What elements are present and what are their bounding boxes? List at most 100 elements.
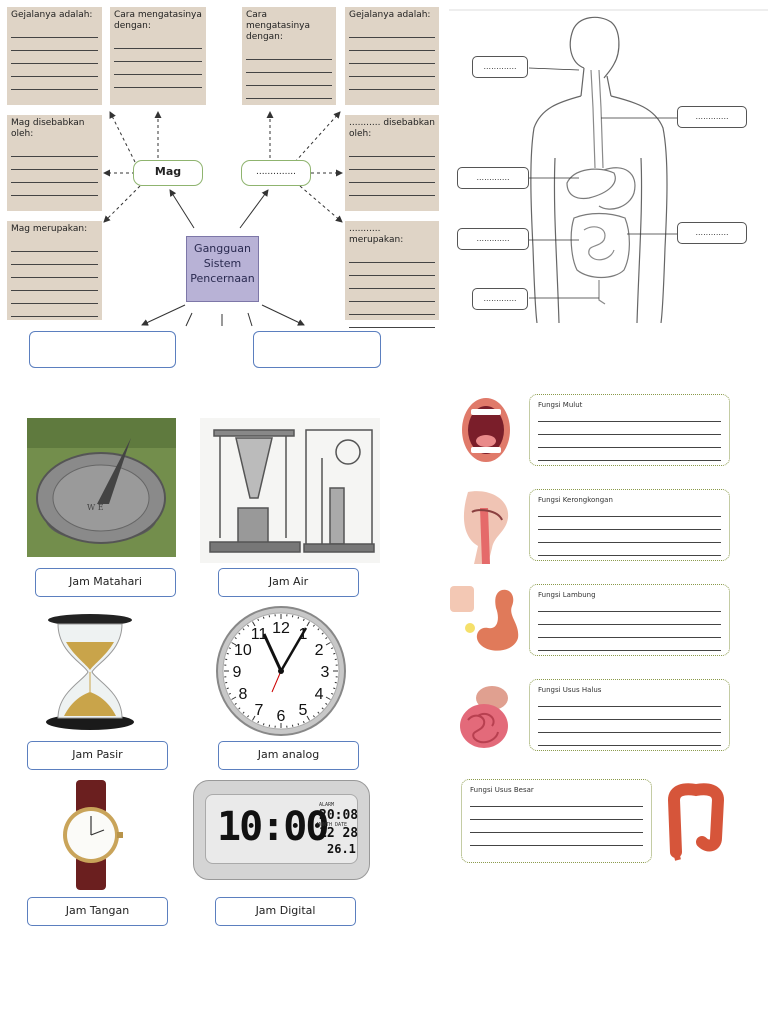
analog-clock-tick — [306, 715, 310, 721]
analog-clock-tick — [325, 637, 328, 640]
analog-clock-number: 12 — [272, 620, 290, 637]
small-intestine-icon — [460, 686, 508, 748]
analog-clock-tick — [297, 616, 300, 619]
analog-clock-tick — [252, 621, 256, 627]
stomach-function-title: Fungsi Lambung — [538, 591, 596, 599]
clock-label-hourglass: Jam Pasir — [27, 741, 168, 770]
digital-date: 12 28 — [319, 826, 359, 841]
analog-clock-number: 8 — [238, 686, 247, 703]
stomach-icon — [450, 586, 519, 651]
mag-treatment-box[interactable]: Cara mengatasinya dengan: — [110, 7, 206, 105]
mag-symptoms-box[interactable]: Gejalanya adalah: — [7, 7, 102, 105]
center-line-1: Gangguan — [194, 242, 251, 255]
digital-side-time: 20:08 — [319, 808, 359, 823]
diagram-label-small-intestine[interactable]: ............. — [457, 228, 529, 250]
mag-definition-title: Mag merupakan: — [11, 224, 88, 234]
analog-clock-number: 5 — [299, 702, 308, 719]
diagram-label-esophagus[interactable]: ............. — [677, 106, 747, 128]
clock-label-wristwatch: Jam Tangan — [27, 897, 168, 926]
analog-clock-tick — [242, 711, 245, 714]
diagram-label-large-intestine[interactable]: ............. — [677, 222, 747, 244]
analog-clock-tick — [257, 721, 260, 724]
clock-label-digital: Jam Digital — [215, 897, 356, 926]
digital-clock-image: 10:00 ALARM 20:08 MONTH DATE 12 28 26.1 — [193, 780, 370, 880]
center-topic-box: Gangguan Sistem Pencernaan — [186, 236, 259, 302]
clock-label-analog: Jam analog — [218, 741, 359, 770]
right-treatment-box[interactable]: Cara mengatasinya dengan: — [242, 7, 336, 105]
analog-clock-tick — [333, 652, 336, 655]
right-symptoms-box[interactable]: Gejalanya adalah: — [345, 7, 439, 105]
right-cause-box[interactable]: ........... disebabkan oleh: — [345, 115, 439, 211]
analog-clock-tick — [228, 647, 231, 650]
mag-cause-box[interactable]: Mag disebabkan oleh: — [7, 115, 102, 211]
hourglass-image — [44, 612, 136, 732]
right-definition-box[interactable]: ........... merupakan: — [345, 221, 439, 328]
large-intestine-function-card[interactable]: Fungsi Usus Besar — [461, 779, 652, 863]
mag-bubble: Mag — [133, 160, 203, 186]
analog-clock-tick — [228, 692, 231, 695]
right-cause-title: ........... disebabkan oleh: — [349, 118, 435, 139]
analog-clock-tick — [331, 692, 334, 695]
esophagus-icon — [463, 491, 509, 564]
analog-clock-tick — [334, 681, 337, 684]
mag-symptoms-title: Gejalanya adalah: — [11, 10, 93, 20]
analog-clock-number: 11 — [251, 626, 268, 643]
analog-clock-tick — [238, 707, 241, 710]
digital-main-time: 10:00 — [217, 804, 329, 850]
diagram-label-stomach[interactable]: ............. — [457, 167, 529, 189]
digital-temperature: 26.1 — [327, 842, 356, 856]
small-intestine-function-title: Fungsi Usus Halus — [538, 686, 602, 694]
large-intestine-icon — [667, 783, 725, 861]
analog-clock-tick — [234, 702, 237, 705]
right-treatment-title: Cara mengatasinya dengan: — [246, 10, 311, 42]
analog-clock-tick — [226, 687, 229, 690]
analog-clock-tick — [317, 628, 320, 631]
mouth-function-card[interactable]: Fungsi Mulut — [529, 394, 730, 466]
analog-clock-tick — [231, 696, 237, 700]
analog-clock-tick — [238, 632, 241, 635]
mag-cause-title: Mag disebabkan oleh: — [11, 118, 85, 139]
analog-clock-tick — [226, 652, 229, 655]
right-definition-title: ........... merupakan: — [349, 224, 404, 245]
analog-clock-tick — [225, 658, 228, 661]
large-intestine-function-title: Fungsi Usus Besar — [470, 786, 534, 794]
small-intestine-function-card[interactable]: Fungsi Usus Halus — [529, 679, 730, 751]
mindmap-arrows — [103, 111, 343, 327]
analog-clock-tick — [252, 715, 256, 721]
digital-month-label: MONTH — [317, 822, 333, 828]
analog-clock-tick — [262, 616, 265, 619]
sundial-image: W E — [27, 418, 176, 557]
analog-clock-tick — [325, 696, 331, 700]
clock-label-sundial: Jam Matahari — [35, 568, 176, 597]
analog-clock-tick — [312, 624, 315, 627]
water-clock-image — [200, 418, 380, 563]
wristwatch-image — [54, 780, 128, 890]
analog-clock-tick — [268, 615, 271, 618]
mag-definition-box[interactable]: Mag merupakan: — [7, 221, 102, 320]
analog-clock-tick — [262, 723, 265, 726]
diagram-label-mouth[interactable]: ............. — [472, 56, 528, 78]
analog-clock-tick — [333, 687, 336, 690]
right-topic-bubble[interactable]: .............. — [241, 160, 311, 186]
analog-clock-tick — [321, 632, 324, 635]
svg-text:W E: W E — [87, 503, 104, 512]
stomach-function-card[interactable]: Fungsi Lambung — [529, 584, 730, 656]
center-line-3: Pencernaan — [190, 272, 255, 285]
digital-alarm-label: ALARM — [319, 802, 335, 808]
analog-clock-tick — [268, 724, 271, 727]
answer-box-right[interactable] — [253, 331, 381, 368]
esophagus-function-card[interactable]: Fungsi Kerongkongan — [529, 489, 730, 561]
analog-clock-number: 9 — [233, 664, 242, 681]
analog-clock-tick — [257, 618, 260, 621]
analog-clock-tick — [302, 618, 305, 621]
analog-clock-tick — [291, 615, 294, 618]
digital-date-label: DATE — [335, 822, 348, 828]
answer-box-left[interactable] — [29, 331, 176, 368]
analog-clock-number: 10 — [234, 642, 252, 659]
mouth-icon — [462, 398, 510, 462]
analog-clock-number: 6 — [277, 708, 286, 725]
analog-clock-tick — [321, 707, 324, 710]
analog-clock-number: 2 — [315, 642, 324, 659]
diagram-label-anus[interactable]: ............. — [472, 288, 528, 310]
analog-clock-number: 7 — [255, 702, 264, 719]
